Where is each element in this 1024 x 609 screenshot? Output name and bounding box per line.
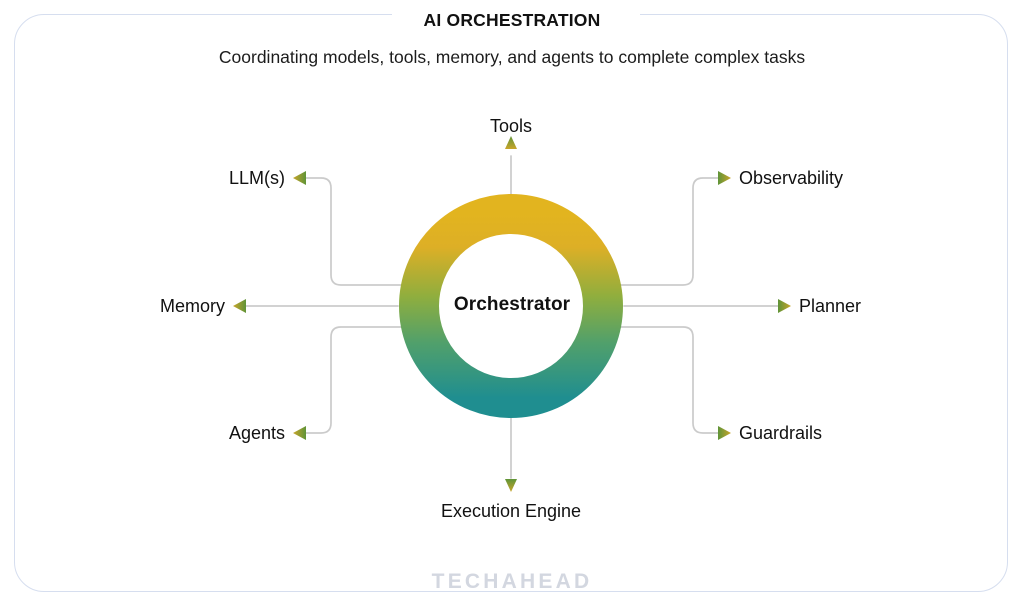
arrow-right-guardrails: [718, 426, 731, 440]
node-label-planner[interactable]: Planner: [799, 296, 862, 316]
orchestrator-ring: [399, 194, 623, 418]
node-label-guardrails[interactable]: Guardrails: [739, 423, 823, 443]
connector-observability: [599, 177, 719, 286]
page-title: AI ORCHESTRATION: [423, 10, 601, 30]
brand-watermark: TECHAHEAD: [431, 570, 593, 593]
arrow-left-agents: [293, 426, 306, 440]
arrowheads: [233, 136, 791, 492]
node-label-llms[interactable]: LLM(s): [228, 168, 285, 188]
node-label-observability[interactable]: Observability: [739, 168, 844, 188]
arrow-left-llms: [293, 171, 306, 185]
node-label-agents[interactable]: Agents: [228, 423, 285, 443]
orchestrator-label: Orchestrator: [453, 294, 571, 315]
connector-llms: [305, 177, 425, 286]
arrow-up-tools: [505, 136, 517, 149]
arrow-right-observability: [718, 171, 731, 185]
arrow-down-execution-engine: [505, 479, 517, 492]
arrow-left-memory: [233, 299, 246, 313]
frame-gap-bottom: [404, 572, 632, 586]
page-subtitle: Coordinating models, tools, memory, and …: [218, 47, 806, 67]
arrow-right-planner: [778, 299, 791, 313]
node-label-memory[interactable]: Memory: [159, 296, 225, 316]
connector-agents: [305, 326, 425, 434]
connector-guardrails: [599, 326, 719, 434]
node-label-tools[interactable]: Tools: [489, 116, 533, 136]
node-label-execution-engine[interactable]: Execution Engine: [440, 501, 582, 521]
frame-gap-top: [392, 8, 640, 22]
